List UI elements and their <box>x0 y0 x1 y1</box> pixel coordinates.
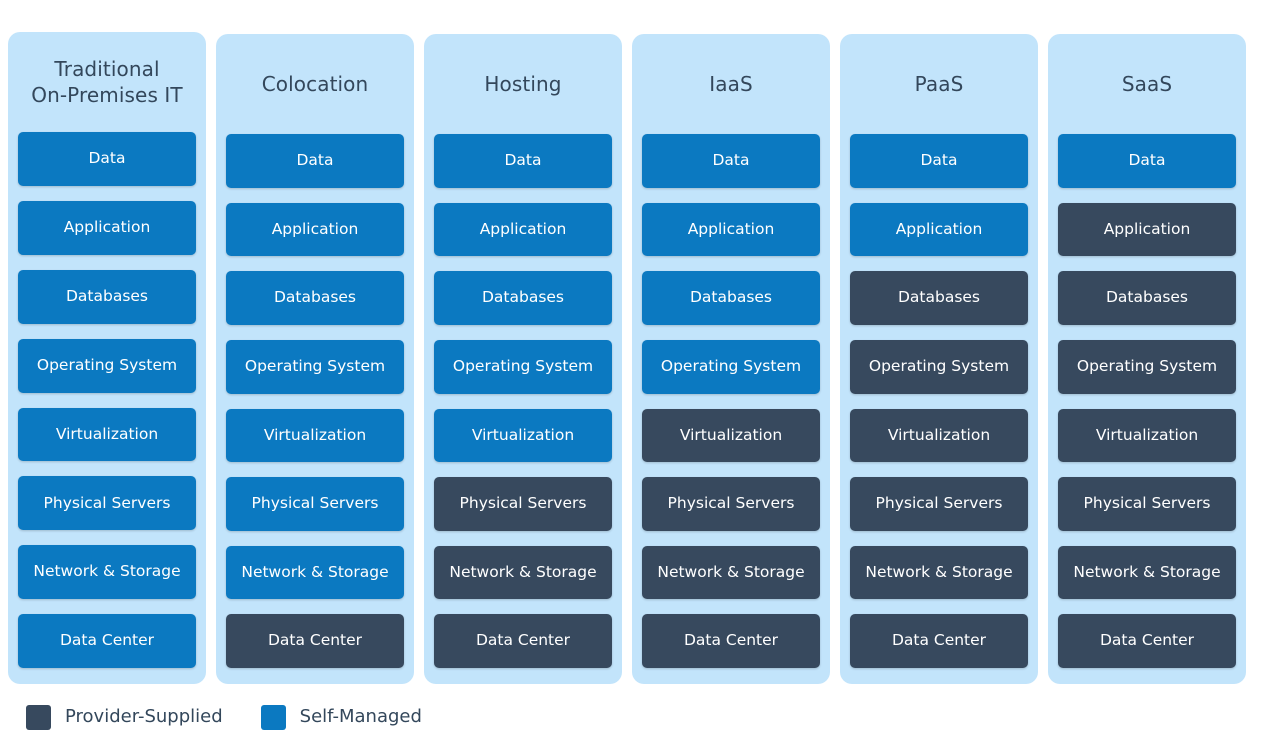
legend-item-self-managed: Self-Managed <box>260 704 422 730</box>
cell-traditional-on-premises-it-physical-servers: Physical Servers <box>18 476 196 531</box>
cell-hosting-databases: Databases <box>434 271 612 325</box>
cell-paas-data-center: Data Center <box>850 614 1028 668</box>
cell-hosting-data-center: Data Center <box>434 614 612 668</box>
cell-saas-data-center: Data Center <box>1058 614 1236 668</box>
cell-iaas-virtualization: Virtualization <box>642 408 820 463</box>
cell-saas-data: Data <box>1058 134 1236 188</box>
cell-hosting-application: Application <box>434 202 612 257</box>
cell-iaas-databases: Databases <box>642 271 820 325</box>
cell-hosting-virtualization: Virtualization <box>434 408 612 463</box>
cell-traditional-on-premises-it-databases: Databases <box>18 269 196 324</box>
cell-colocation-application: Application <box>226 202 404 257</box>
cell-colocation-data-center: Data Center <box>226 614 404 668</box>
cell-traditional-on-premises-it-data-center: Data Center <box>18 614 196 668</box>
cell-saas-virtualization: Virtualization <box>1058 408 1236 463</box>
cell-paas-application: Application <box>850 202 1028 257</box>
cell-traditional-on-premises-it-virtualization: Virtualization <box>18 407 196 462</box>
cell-colocation-databases: Databases <box>226 271 404 325</box>
cell-paas-virtualization: Virtualization <box>850 408 1028 463</box>
column-title-hosting: Hosting <box>484 72 562 96</box>
legend-label-provider-supplied: Provider-Supplied <box>65 706 223 727</box>
cell-hosting-data: Data <box>434 134 612 188</box>
cell-colocation-virtualization: Virtualization <box>226 408 404 463</box>
cell-traditional-on-premises-it-data: Data <box>18 132 196 186</box>
legend-swatch-provider-supplied <box>26 704 51 730</box>
legend-item-provider-supplied: Provider-Supplied <box>26 704 223 730</box>
cell-hosting-physical-servers: Physical Servers <box>434 477 612 531</box>
cell-iaas-operating-system: Operating System <box>642 339 820 394</box>
column-title-paas: PaaS <box>914 72 964 96</box>
legend-swatch-self-managed <box>260 704 286 730</box>
cell-saas-operating-system: Operating System <box>1058 339 1236 394</box>
cell-saas-application: Application <box>1058 202 1236 257</box>
cell-paas-physical-servers: Physical Servers <box>850 477 1028 531</box>
cell-traditional-on-premises-it-network-storage: Network & Storage <box>18 545 196 600</box>
cell-colocation-network-storage: Network & Storage <box>226 545 404 600</box>
cell-iaas-network-storage: Network & Storage <box>642 545 820 600</box>
column-title-saas: SaaS <box>1121 72 1173 96</box>
cell-traditional-on-premises-it-application: Application <box>18 200 196 255</box>
cell-paas-data: Data <box>850 134 1028 188</box>
cell-paas-operating-system: Operating System <box>850 339 1028 394</box>
cell-traditional-on-premises-it-operating-system: Operating System <box>18 338 196 393</box>
column-title-iaas: IaaS <box>709 72 753 96</box>
legend-label-self-managed: Self-Managed <box>299 706 422 727</box>
cell-iaas-physical-servers: Physical Servers <box>642 477 820 531</box>
cell-colocation-physical-servers: Physical Servers <box>226 477 404 531</box>
cell-paas-databases: Databases <box>850 271 1028 325</box>
legend: Provider-Supplied Self-Managed <box>0 690 1280 744</box>
cell-saas-physical-servers: Physical Servers <box>1058 477 1236 531</box>
cell-saas-databases: Databases <box>1058 271 1236 325</box>
cell-iaas-application: Application <box>642 202 820 257</box>
cell-hosting-network-storage: Network & Storage <box>434 545 612 600</box>
cell-saas-network-storage: Network & Storage <box>1058 545 1236 600</box>
column-title-traditional-on-premises-it: Traditional On-Premises IT <box>31 57 183 107</box>
cell-iaas-data-center: Data Center <box>642 614 820 668</box>
cell-colocation-data: Data <box>226 134 404 188</box>
cell-iaas-data: Data <box>642 134 820 188</box>
cell-colocation-operating-system: Operating System <box>226 339 404 394</box>
cell-paas-network-storage: Network & Storage <box>850 545 1028 600</box>
column-title-colocation: Colocation <box>261 72 369 96</box>
cell-hosting-operating-system: Operating System <box>434 339 612 394</box>
